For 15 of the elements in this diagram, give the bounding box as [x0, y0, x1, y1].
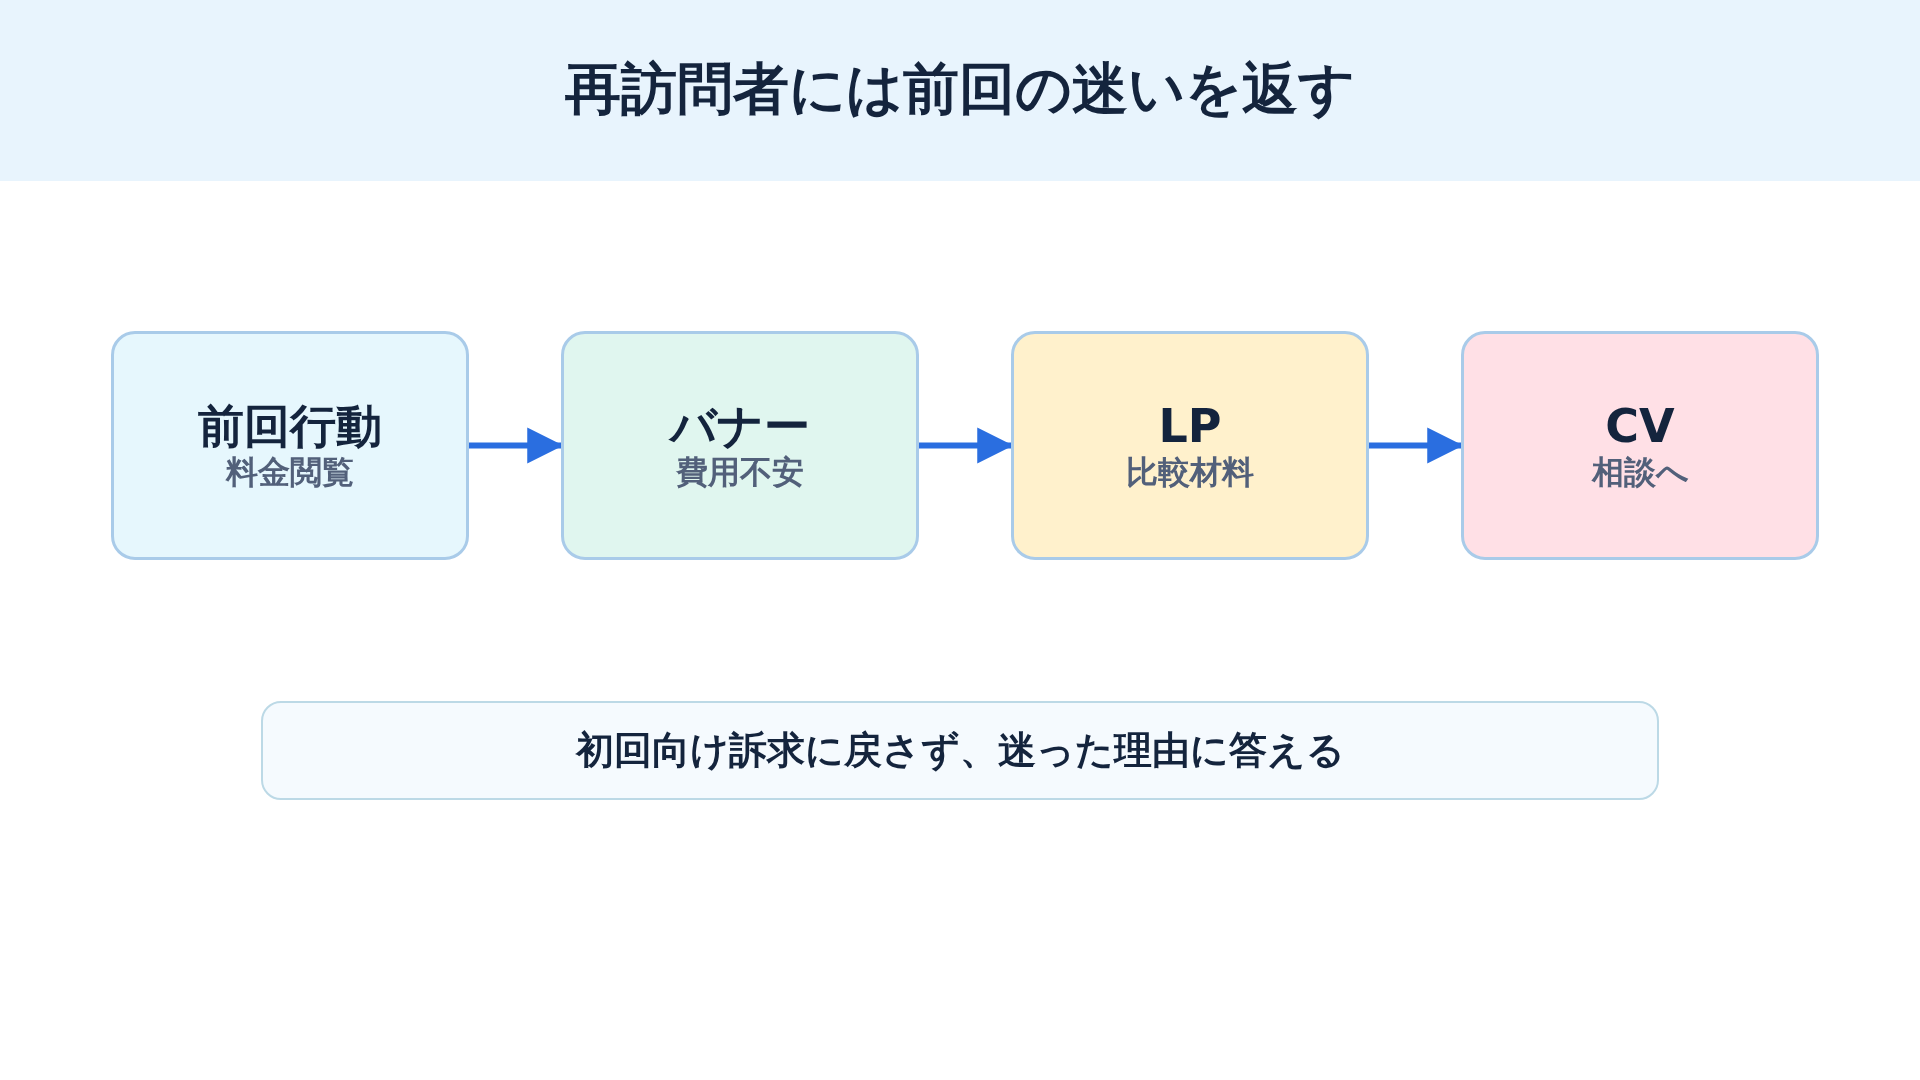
step-subtitle: 費用不安: [676, 452, 804, 492]
step-title: 前回行動: [198, 399, 382, 453]
step-subtitle: 料金閲覧: [226, 452, 354, 492]
title: 再訪問者には前回の迷いを返す: [564, 55, 1356, 123]
step-subtitle: 相談へ: [1591, 452, 1689, 492]
note-text: 初回向け訴求に戻さず、迷った理由に答える: [575, 727, 1345, 774]
step-title: CV: [1605, 399, 1675, 453]
step-title: バナー: [670, 399, 810, 453]
step-box: [111, 331, 469, 560]
note-box: [261, 701, 1659, 800]
step-box: [561, 331, 919, 560]
step-box: [1011, 331, 1369, 560]
step-box: [1461, 331, 1819, 560]
step-subtitle: 比較材料: [1126, 452, 1254, 492]
step-title: LP: [1158, 399, 1222, 453]
